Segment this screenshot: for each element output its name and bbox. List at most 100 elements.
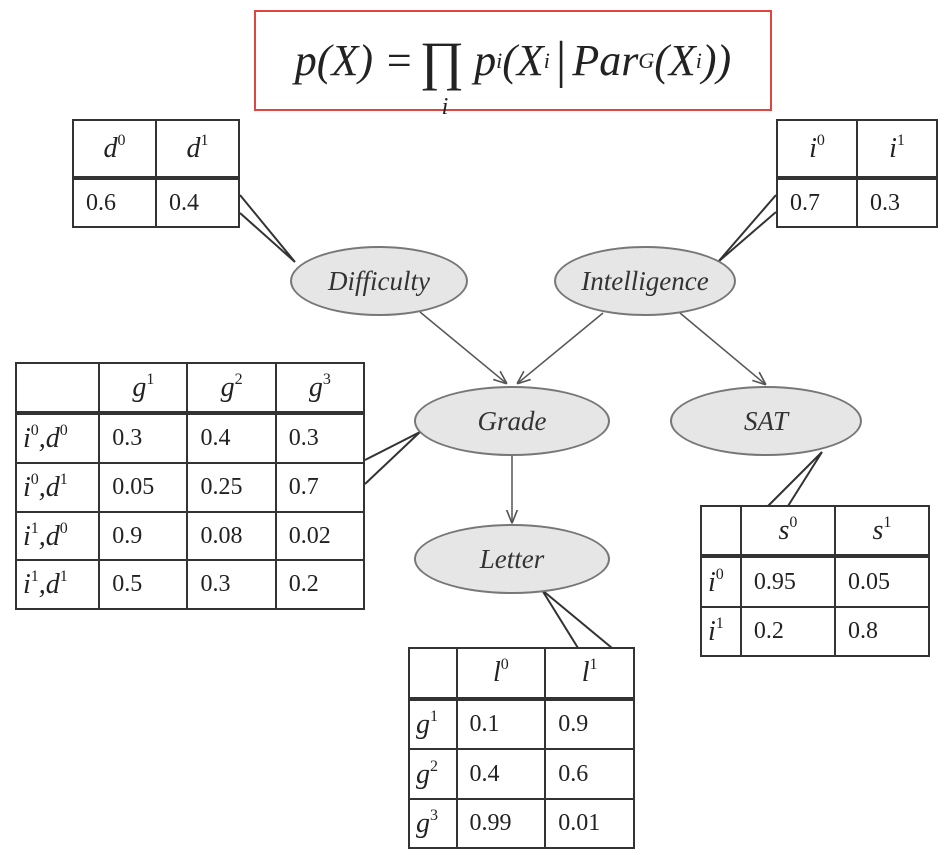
column-symbol-base: g — [132, 372, 147, 404]
probability-cell: 0.8 — [833, 605, 931, 658]
edge-intelligence-sat — [679, 312, 765, 384]
formula-par: Par — [572, 36, 639, 85]
probability-cell: 0.5 — [98, 559, 189, 610]
column-symbol: s1 — [873, 514, 892, 546]
row-symbol-base: i — [23, 471, 31, 503]
probability-cell: 0.95 — [739, 555, 836, 608]
probability-cell: 0.3 — [186, 559, 277, 610]
column-symbol-base: d — [103, 133, 118, 165]
probability-cell: 0.25 — [186, 462, 277, 513]
product-glyph: ∏ — [419, 30, 465, 91]
probability-cell: 0.05 — [98, 462, 189, 513]
probability-cell: 0.2 — [739, 605, 836, 658]
column-symbol: l0 — [493, 656, 509, 689]
column-symbol: g1 — [132, 371, 155, 404]
column-symbol: g3 — [309, 371, 331, 403]
edge-difficulty-grade — [419, 311, 506, 383]
row-symbol: i0 — [23, 422, 39, 454]
probability-cell: 0.9 — [544, 697, 635, 751]
product-index: i — [441, 93, 449, 120]
column-symbol-superscript: 1 — [200, 132, 209, 150]
node-intelligence: Intelligence — [554, 246, 736, 316]
row-symbol: g1 — [416, 708, 438, 740]
row-symbol: i1 — [708, 615, 724, 647]
formula-p-sub: i — [496, 47, 503, 73]
column-symbol-base: l — [493, 657, 501, 689]
column-symbol-superscript: 0 — [117, 132, 126, 150]
probability-cell: 0.1 — [455, 697, 547, 751]
column-header: l1 — [544, 647, 635, 701]
probability-cell: 0.08 — [186, 510, 277, 562]
column-symbol-base: s — [778, 515, 790, 547]
formula-par-sub: G — [638, 47, 655, 73]
row-symbol-superscript: 1 — [30, 568, 39, 586]
column-symbol: d0 — [103, 132, 126, 165]
column-header: g2 — [186, 361, 277, 416]
node-difficulty: Difficulty — [290, 246, 468, 316]
row-symbol-base: d — [45, 520, 60, 552]
column-symbol-superscript: 1 — [589, 656, 598, 674]
row-symbol-base: i — [23, 520, 31, 552]
callout-difficulty — [239, 194, 296, 263]
column-header: g1 — [98, 361, 189, 416]
comma-separator — [39, 569, 46, 600]
callout-sat — [767, 451, 823, 507]
column-header: g3 — [274, 361, 366, 416]
column-symbol-superscript: 1 — [146, 371, 155, 389]
probability-cell: 0.05 — [833, 555, 931, 608]
formula-bar: | — [555, 32, 567, 89]
column-symbol: i0 — [809, 132, 825, 164]
row-symbol: i0 — [708, 566, 724, 598]
row-symbol-superscript: 0 — [30, 470, 39, 488]
corner-cell — [700, 504, 742, 559]
row-label: i1 — [700, 605, 742, 658]
row-symbol-base: d — [45, 471, 60, 503]
row-symbol-superscript: 0 — [59, 519, 68, 537]
probability-cell: 0.4 — [155, 177, 240, 228]
row-symbol-superscript: 0 — [30, 422, 39, 440]
probability-cell: 0.3 — [98, 412, 189, 465]
formula-lhs: p(X) = — [294, 36, 414, 85]
row-label: i1d1 — [14, 559, 101, 610]
row-symbol: d0 — [45, 519, 68, 552]
row-symbol-superscript: 0 — [59, 422, 68, 440]
table-row: i1d00.90.080.02 — [14, 510, 366, 562]
table-row: i0d00.30.40.3 — [14, 412, 366, 465]
row-symbol-superscript: 2 — [430, 757, 438, 775]
probability-cell: 0.2 — [274, 559, 366, 610]
column-header: i0 — [776, 118, 858, 181]
row-symbol: d1 — [45, 471, 68, 503]
row-symbol: d0 — [45, 422, 68, 455]
column-symbol: g2 — [220, 371, 243, 404]
row-label: i0d0 — [14, 412, 101, 465]
column-symbol-superscript: 0 — [816, 132, 825, 150]
column-symbol-superscript: 0 — [500, 656, 509, 674]
column-symbol-base: d — [186, 133, 201, 165]
row-symbol-superscript: 1 — [430, 708, 438, 726]
row-symbol-superscript: 3 — [430, 806, 438, 824]
probability-cell: 0.99 — [455, 797, 547, 850]
node-sat: SAT — [670, 386, 862, 456]
row-symbol-base: g — [416, 807, 430, 839]
row-symbol: d1 — [46, 568, 68, 600]
column-symbol-superscript: 1 — [883, 514, 892, 532]
column-symbol-base: g — [220, 372, 235, 404]
row-symbol: g3 — [416, 806, 438, 839]
row-symbol: i0 — [23, 470, 39, 503]
row-symbol-base: d — [45, 423, 60, 455]
row-symbol: i1 — [23, 520, 39, 552]
comma-separator — [39, 472, 46, 503]
callout-letter — [541, 589, 613, 649]
